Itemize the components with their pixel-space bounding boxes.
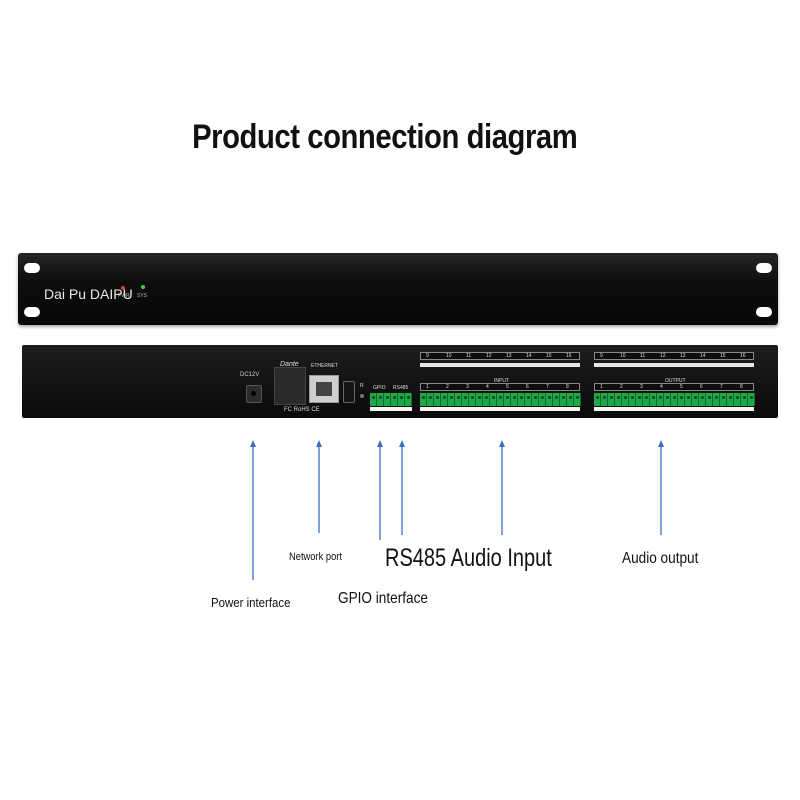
channel-number: 16 (566, 353, 572, 359)
channel-number: 5 (506, 384, 509, 390)
channel-number: 13 (680, 353, 686, 359)
channel-number: 4 (660, 384, 663, 390)
channel-number: 7 (546, 384, 549, 390)
output-label: OUTPUT (665, 378, 686, 384)
input-channel-strip-bottom (420, 383, 580, 391)
terminal-pin (748, 393, 755, 406)
power-interface-label: Power interface (211, 595, 291, 610)
ethernet-label: ETHERNET (311, 363, 338, 369)
channel-number: 3 (640, 384, 643, 390)
audio-output-arrow-head-icon (658, 440, 664, 447)
rs485-terminal-block (391, 393, 412, 406)
power-led-label: PWR (118, 293, 130, 299)
dante-logo: Dante (280, 361, 299, 368)
rack-mount-hole (24, 263, 40, 273)
rack-mount-hole (756, 307, 772, 317)
input-strip-2 (420, 363, 580, 367)
input-terminal-block (420, 393, 581, 406)
channel-number: 16 (740, 353, 746, 359)
channel-number: 2 (620, 384, 623, 390)
rs485-arrow-head-icon (399, 440, 405, 447)
audio-input-arrow-head-icon (499, 440, 505, 447)
cert-label: FC RoHS CE (284, 407, 320, 413)
channel-number: 13 (506, 353, 512, 359)
channel-number: 15 (720, 353, 726, 359)
sys-led-label: SYS (137, 293, 148, 299)
output-channel-strip-top (594, 352, 754, 360)
channel-number: 11 (640, 353, 646, 359)
power-jack-icon (246, 385, 262, 403)
rear-panel: DC12V Dante ETHERNET FC RoHS CE R GPIO R… (22, 345, 778, 418)
channel-number: 6 (526, 384, 529, 390)
channel-number: 14 (700, 353, 706, 359)
channel-number: 11 (466, 353, 472, 359)
dante-module (274, 367, 306, 405)
channel-number: 4 (486, 384, 489, 390)
channel-number: 1 (426, 384, 429, 390)
channel-number: 9 (600, 353, 603, 359)
r-label: R (360, 383, 364, 389)
channel-number: 1 (600, 384, 603, 390)
dc-label: DC12V (240, 372, 260, 378)
gpio-label: GPIO (373, 385, 386, 391)
network-port-label: Network port (289, 551, 343, 563)
input-channel-strip-top (420, 352, 580, 360)
sys-led-icon (141, 285, 145, 289)
channel-number: 5 (680, 384, 683, 390)
network-arrow-head-icon (316, 440, 322, 447)
front-panel: Dai Pu DAIPU PWR SYS (18, 253, 778, 325)
ethernet-port-icon (309, 375, 339, 403)
gpio-label-strip (370, 407, 412, 411)
reset-switch-icon (343, 381, 355, 403)
gpio-interface-label: GPIO interface (338, 590, 428, 607)
output-strip-2 (594, 363, 754, 367)
page-title: Product connection diagram (192, 118, 578, 156)
channel-number: 6 (700, 384, 703, 390)
channel-number: 12 (660, 353, 666, 359)
channel-number: 15 (546, 353, 552, 359)
rs485-label: RS485 (393, 385, 409, 391)
channel-number: 3 (466, 384, 469, 390)
channel-number: 8 (740, 384, 743, 390)
channel-number: 12 (486, 353, 492, 359)
power-led-icon (121, 286, 125, 290)
audio-output-label: Audio output (622, 550, 699, 567)
channel-number: 2 (446, 384, 449, 390)
output-label-strip (594, 407, 754, 411)
indicator-dot (360, 394, 364, 398)
brand-name: Dai Pu DAIPU (44, 286, 133, 302)
rs485-audio-input-label: RS485 Audio Input (385, 544, 552, 572)
input-label-strip (420, 407, 580, 411)
channel-number: 7 (720, 384, 723, 390)
channel-number: 8 (566, 384, 569, 390)
channel-number: 9 (426, 353, 429, 359)
output-terminal-block (594, 393, 755, 406)
rack-mount-hole (756, 263, 772, 273)
gpio-arrow-head-icon (377, 440, 383, 447)
input-label: INPUT (494, 378, 509, 384)
channel-number: 14 (526, 353, 532, 359)
rack-mount-hole (24, 307, 40, 317)
channel-number: 10 (620, 353, 626, 359)
terminal-pin (574, 393, 581, 406)
power-arrow-head-icon (250, 440, 256, 447)
channel-number: 10 (446, 353, 452, 359)
output-channel-strip-bottom (594, 383, 754, 391)
